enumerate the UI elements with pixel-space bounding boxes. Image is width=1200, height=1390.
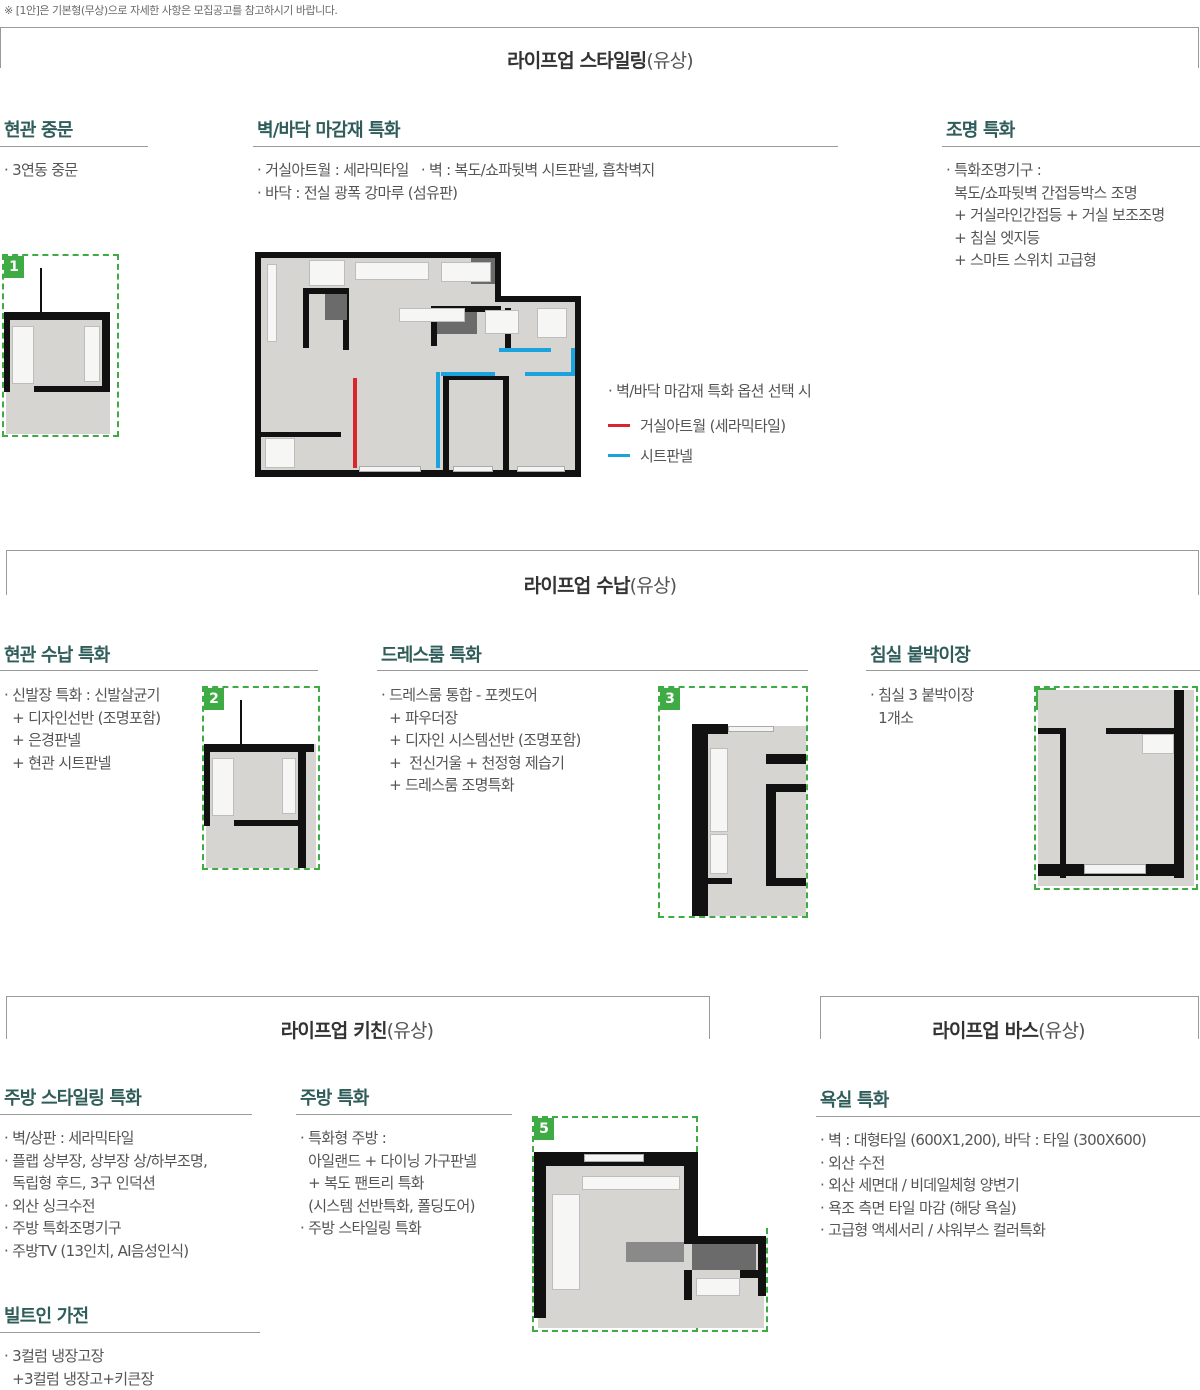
legend-swatch-red	[608, 424, 630, 427]
divider	[0, 1332, 260, 1333]
list-item: · 외산 싱크수전	[4, 1195, 207, 1218]
list-item: · 벽 : 대형타일 (600X1,200), 바닥 : 타일 (300X600…	[820, 1129, 1146, 1152]
list-kitchen-special: · 특화형 주방 : 아일랜드 + 다이닝 가구판넬 + 복도 팬트리 특화 (…	[300, 1127, 476, 1240]
list-item: · 주방 스타일링 특화	[300, 1217, 476, 1240]
list-item: + 복도 팬트리 특화	[300, 1172, 476, 1195]
list-item: + 침실 엣지등	[946, 227, 1164, 250]
list-item: + 디자인선반 (조명포함)	[4, 707, 160, 730]
list-item: + 전신거울 + 천정형 제습기	[381, 752, 581, 775]
list-item: · 3컬럼 냉장고장	[4, 1345, 154, 1368]
list-item: · 3연동 중문	[4, 159, 77, 182]
list-item: · 바닥 : 전실 광폭 강마루 (섬유판)	[257, 182, 655, 205]
divider	[942, 146, 1200, 147]
heading-entrance-door: 현관 중문	[4, 116, 73, 142]
list-dressroom: · 드레스룸 통합 - 포켓도어 + 파우더장 + 디자인 시스템선반 (조명포…	[381, 684, 581, 797]
legend-label: 시트판넬	[640, 445, 692, 466]
list-item: 아일랜드 + 다이닝 가구판넬	[300, 1150, 476, 1173]
list-item: + 디자인 시스템선반 (조명포함)	[381, 729, 581, 752]
divider	[816, 1116, 1200, 1117]
badge-number: 5	[534, 1118, 554, 1140]
list-item: · 침실 3 붙박이장	[870, 684, 974, 707]
heading-builtin: 빌트인 가전	[4, 1302, 88, 1328]
list-item: 복도/쇼파뒷벽 간접등박스 조명	[946, 182, 1164, 205]
list-item: · 거실아트월 : 세라믹타일 · 벽 : 복도/쇼파뒷벽 시트판넬, 흡착벽지	[257, 159, 655, 182]
heading-kitchen-styling: 주방 스타일링 특화	[4, 1084, 141, 1110]
section-title-bath: 라이프업 바스(유상)	[820, 1016, 1197, 1043]
list-item: + 드레스룸 조명특화	[381, 774, 581, 797]
list-entrance-door: · 3연동 중문	[4, 159, 77, 182]
list-item: + 파우더장	[381, 707, 581, 730]
list-item: · 플랩 상부장, 상부장 상/하부조명,	[4, 1150, 207, 1173]
floorplan-entrance-storage: 2	[202, 686, 320, 870]
list-item: 독립형 후드, 3구 인덕션	[4, 1172, 207, 1195]
floorplan-entrance-door: 1	[2, 254, 119, 437]
list-item: + 스마트 스위치 고급형	[946, 249, 1164, 272]
heading-kitchen-special: 주방 특화	[300, 1084, 369, 1110]
floorplan-dressroom: 3	[658, 686, 808, 918]
section-title-kitchen: 라이프업 키친(유상)	[6, 1016, 708, 1043]
list-item: · 외산 수전	[820, 1152, 1146, 1175]
floorplan-kitchen-drawing	[534, 1150, 766, 1330]
divider	[866, 670, 1200, 671]
list-item: (시스템 선반특화, 폴딩도어)	[300, 1195, 476, 1218]
heading-finish: 벽/바닥 마감재 특화	[257, 116, 400, 142]
list-item: · 주방 특화조명기구	[4, 1217, 207, 1240]
badge-number: 1	[4, 256, 24, 278]
section-title-styling: 라이프업 스타일링(유상)	[0, 46, 1200, 73]
list-item: · 신발장 특화 : 신발살균기	[4, 684, 160, 707]
divider	[0, 146, 148, 147]
list-item: · 벽/상판 : 세라믹타일	[4, 1127, 207, 1150]
badge-number: 3	[660, 688, 680, 710]
list-bedroom-closet: · 침실 3 붙박이장 1개소	[870, 684, 974, 729]
legend-label: 거실아트월 (세라믹타일)	[640, 415, 785, 436]
divider	[377, 670, 808, 671]
list-item: · 욕조 측면 타일 마감 (해당 욕실)	[820, 1197, 1146, 1220]
divider	[0, 670, 318, 671]
list-item: · 외산 세면대 / 비데일체형 양변기	[820, 1174, 1146, 1197]
list-item: + 현관 시트판넬	[4, 752, 160, 775]
list-builtin: · 3컬럼 냉장고장 +3컬럼 냉장고+키큰장	[4, 1345, 154, 1390]
divider	[296, 1114, 512, 1115]
list-item: 1개소	[870, 707, 974, 730]
list-item: +3컬럼 냉장고+키큰장	[4, 1368, 154, 1390]
list-finish: · 거실아트월 : 세라믹타일 · 벽 : 복도/쇼파뒷벽 시트판넬, 흡착벽지…	[257, 159, 655, 204]
floorplan-main	[255, 252, 583, 477]
list-bath-special: · 벽 : 대형타일 (600X1,200), 바닥 : 타일 (300X600…	[820, 1129, 1146, 1242]
list-lighting: · 특화조명기구 : 복도/쇼파뒷벽 간접등박스 조명 + 거실라인간접등 + …	[946, 159, 1164, 272]
list-item: · 특화형 주방 :	[300, 1127, 476, 1150]
heading-bath-special: 욕실 특화	[820, 1086, 889, 1112]
list-item: · 특화조명기구 :	[946, 159, 1164, 182]
list-item: + 은경판넬	[4, 729, 160, 752]
list-item: · 고급형 액세서리 / 샤워부스 컬러특화	[820, 1219, 1146, 1242]
legend-swatch-blue	[608, 454, 630, 457]
divider	[0, 1114, 252, 1115]
divider	[253, 146, 838, 147]
notice-text: ※ [1안]은 기본형(무상)으로 자세한 사항은 모집공고를 참고하시기 바랍…	[4, 2, 337, 18]
list-item: + 거실라인간접등 + 거실 보조조명	[946, 204, 1164, 227]
heading-bedroom-closet: 침실 붙박이장	[870, 641, 970, 667]
heading-dressroom: 드레스룸 특화	[381, 641, 481, 667]
section-title-storage: 라이프업 수납(유상)	[0, 571, 1200, 598]
legend-title: · 벽/바닥 마감재 특화 옵션 선택 시	[608, 380, 811, 401]
list-item: · 주방TV (13인치, AI음성인식)	[4, 1240, 207, 1263]
list-entrance-storage: · 신발장 특화 : 신발살균기 + 디자인선반 (조명포함) + 은경판넬 +…	[4, 684, 160, 774]
floorplan-bedroom-closet: 4	[1034, 686, 1198, 890]
heading-lighting: 조명 특화	[946, 116, 1015, 142]
badge-number: 2	[204, 688, 224, 710]
heading-entrance-storage: 현관 수납 특화	[4, 641, 110, 667]
list-kitchen-styling: · 벽/상판 : 세라믹타일 · 플랩 상부장, 상부장 상/하부조명, 독립형…	[4, 1127, 207, 1262]
list-item: · 드레스룸 통합 - 포켓도어	[381, 684, 581, 707]
